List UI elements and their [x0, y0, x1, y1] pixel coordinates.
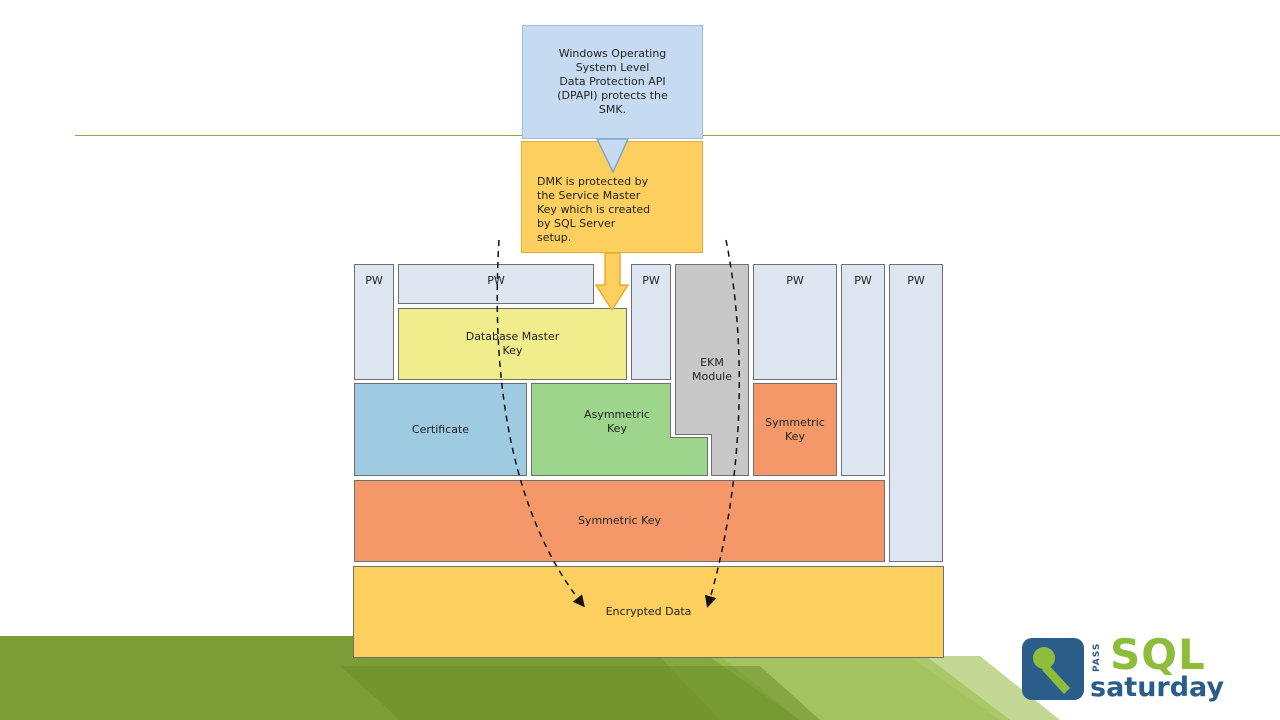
pw-box: PW [753, 264, 837, 380]
ekm-module-label: EKM Module [692, 356, 732, 383]
pw-box: PW [354, 264, 394, 380]
key-logo-icon [1022, 638, 1084, 700]
asymmetric-key-label: Asymmetric Key [584, 408, 650, 435]
logo-pass-text: PASS [1092, 642, 1102, 672]
dpapi-note-box: Windows Operating System Level Data Prot… [522, 25, 703, 139]
certificate-box: Certificate [354, 383, 527, 476]
sqlsaturday-logo: PASS SQL saturday [1020, 630, 1224, 704]
pw-box: PW [841, 264, 885, 476]
symmetric-key-box: Symmetric Key [354, 480, 885, 562]
encrypted-data-box: Encrypted Data [353, 566, 944, 658]
symmetric-key-small-box: Symmetric Key [753, 383, 837, 476]
pw-box: PW [398, 264, 594, 304]
logo-sql-text: SQL [1110, 630, 1206, 679]
logo-saturday-text: saturday [1090, 672, 1225, 703]
database-master-key-box: Database Master Key [398, 308, 627, 380]
dmk-note-box: DMK is protected by the Service Master K… [521, 141, 703, 253]
dmk-down-arrow [594, 252, 630, 312]
pw-box: PW [889, 264, 943, 562]
pw-box: PW [631, 264, 671, 380]
